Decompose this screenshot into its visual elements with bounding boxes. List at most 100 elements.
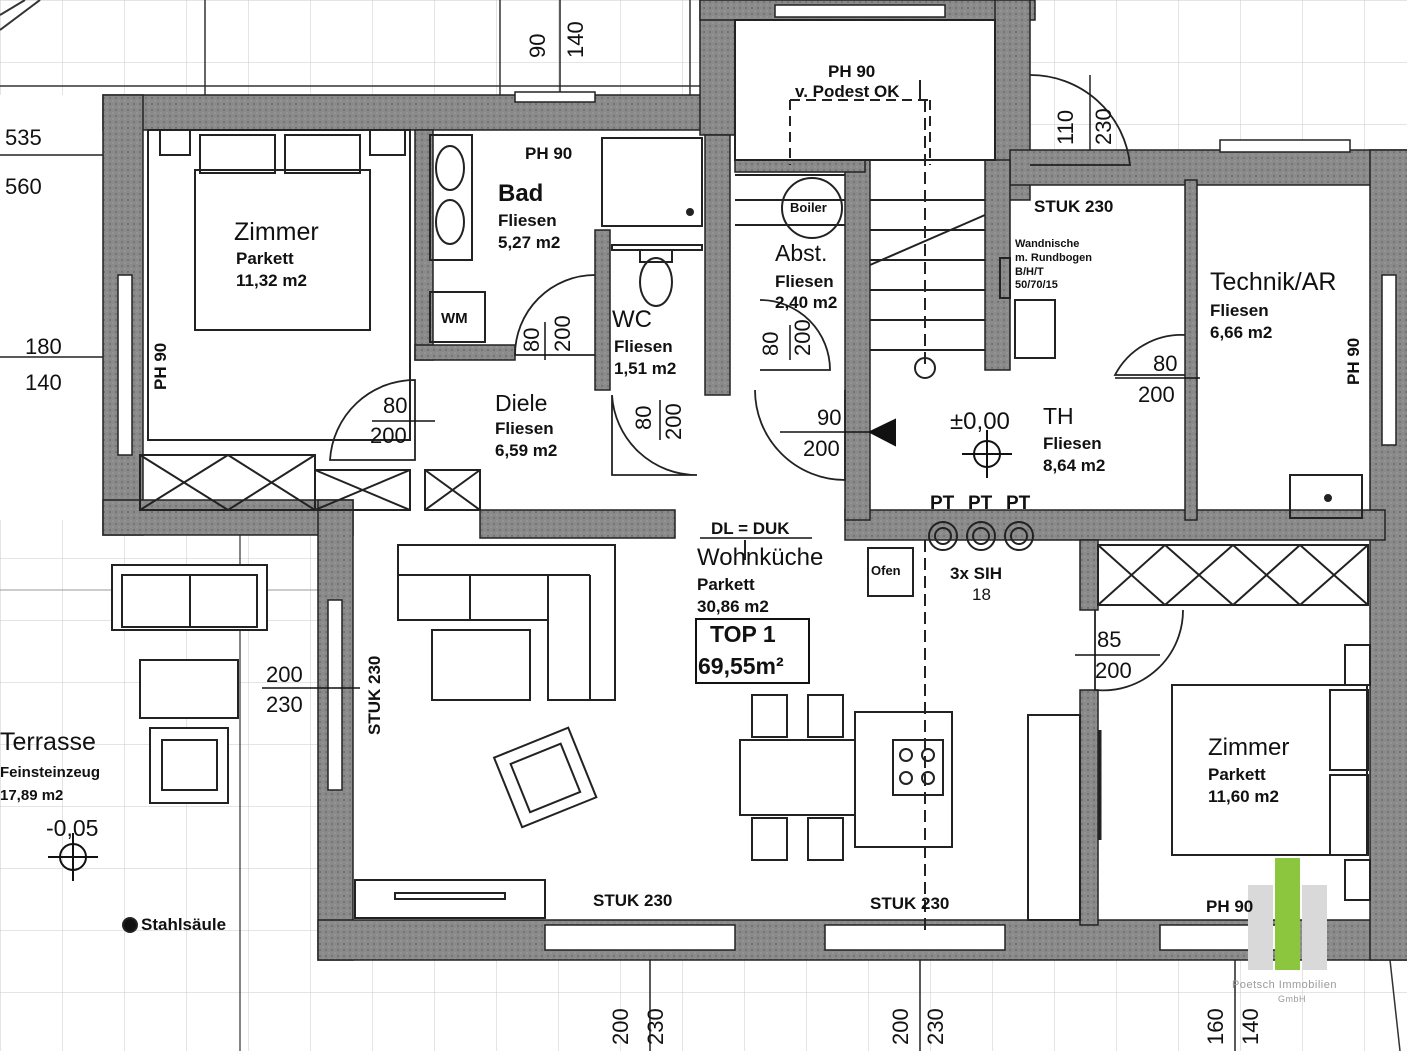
- th-area: 8,64 m2: [1043, 456, 1106, 475]
- wohnkueche-dl: DL = DUK: [711, 519, 790, 538]
- zimmer2-floor: Parkett: [1208, 765, 1266, 784]
- level-markers: [48, 418, 1012, 881]
- door-wc-width: 80: [631, 405, 656, 430]
- niche-line-4: 50/70/15: [1015, 279, 1058, 292]
- wardrobe-room-1: [139, 454, 481, 511]
- stuk-bottom-mid: STUK 230: [870, 894, 950, 913]
- kitchen-units: [867, 257, 1363, 921]
- bed-room-2: [1171, 644, 1371, 901]
- abst-floor: Fliesen: [775, 272, 834, 291]
- th-level: ±0,00: [950, 408, 1010, 435]
- door-wc-height: 200: [661, 403, 686, 440]
- technik-name: Technik/AR: [1210, 268, 1337, 296]
- door-entry-height: 200: [803, 436, 840, 461]
- wohnkueche-area: 30,86 m2: [697, 597, 769, 616]
- wohnkueche-name: Wohnküche: [697, 544, 824, 571]
- th-name: TH: [1043, 403, 1074, 429]
- technik-floor: Fliesen: [1210, 301, 1269, 320]
- dim-bottom-3a: 160: [1203, 1008, 1228, 1045]
- window-terrace-height: 230: [266, 692, 303, 717]
- logo-text: Poetsch Immobilien: [1232, 979, 1337, 991]
- zimmer2-name: Zimmer: [1208, 734, 1290, 761]
- windows: [117, 4, 1397, 951]
- door-bad-height: 200: [550, 315, 575, 352]
- abst-name: Abst.: [775, 240, 828, 266]
- wardrobe-room-2: [1097, 544, 1369, 606]
- bad-name: Bad: [498, 180, 544, 207]
- wall-niche-note: Wandnische m. Rundbogen B/H/T 50/70/15: [1015, 238, 1092, 293]
- niche-line-1: Wandnische: [1015, 238, 1080, 250]
- dim-left-560: 560: [5, 174, 42, 199]
- door-abst-width: 80: [758, 331, 783, 356]
- zimmer1-floor: Parkett: [236, 249, 294, 268]
- logo-sub: GmbH: [1278, 994, 1307, 1004]
- door-entry-width: 90: [817, 405, 842, 430]
- wc-area: 1,51 m2: [614, 359, 677, 378]
- left-dimension-lines: [0, 0, 1236, 1051]
- window-terrace-width: 200: [266, 662, 303, 687]
- wm-label: WM: [441, 310, 468, 327]
- door-technik-height: 200: [1138, 382, 1175, 407]
- zimmer2-area: 11,60 m2: [1208, 787, 1279, 806]
- dim-stair-110: 110: [1053, 109, 1078, 145]
- stuk-bottom-left: STUK 230: [593, 891, 673, 910]
- dim-bottom-3b: 140: [1238, 1008, 1263, 1045]
- boiler-label: Boiler: [790, 200, 827, 215]
- door-zimmer2-height: 200: [1095, 658, 1132, 683]
- stairs-ph: PH 90: [828, 62, 876, 81]
- pt-3: PT: [1006, 493, 1031, 514]
- company-logo: [1248, 858, 1327, 970]
- ph90-right: PH 90: [1344, 337, 1363, 385]
- top-area: 69,55m²: [698, 653, 784, 679]
- pt-2: PT: [968, 493, 993, 514]
- terrace-level: -0,05: [46, 815, 99, 841]
- bad-area: 5,27 m2: [498, 233, 561, 252]
- zimmer1-name: Zimmer: [234, 218, 319, 246]
- bathroom-fixtures: [429, 134, 703, 343]
- th-stuk: STUK 230: [1034, 197, 1114, 216]
- sih-number: 18: [972, 585, 991, 604]
- terrasse-floor: Feinsteinzeug: [0, 764, 101, 781]
- podest-label: v. Podest OK: [795, 82, 900, 101]
- pt-1: PT: [930, 493, 955, 514]
- ph90-left: PH 90: [151, 342, 170, 390]
- dim-stair-230: 230: [1091, 108, 1116, 145]
- niche-line-3: B/H/T: [1015, 265, 1044, 278]
- dim-left-140: 140: [25, 370, 62, 395]
- dim-left-180: 180: [25, 334, 62, 359]
- dim-bottom-1b: 230: [643, 1008, 668, 1045]
- dim-bottom-2a: 200: [888, 1008, 913, 1045]
- diele-name: Diele: [495, 390, 548, 416]
- ofen-label: Ofen: [871, 563, 901, 578]
- terrace-furniture: [111, 564, 268, 933]
- dim-bottom-2b: 230: [923, 1008, 948, 1045]
- niche-line-2: m. Rundbogen: [1015, 251, 1092, 264]
- diele-floor: Fliesen: [495, 419, 554, 438]
- wc-floor: Fliesen: [614, 337, 673, 356]
- terrasse-area: 17,89 m2: [0, 787, 64, 804]
- door-zimmer2-width: 85: [1097, 627, 1122, 652]
- th-floor: Fliesen: [1043, 434, 1102, 453]
- terrasse-name: Terrasse: [0, 728, 96, 756]
- zimmer1-area: 11,32 m2: [236, 271, 307, 290]
- dining-furniture: [739, 540, 953, 930]
- dim-top-140: 140: [563, 21, 588, 58]
- door-swings: [329, 74, 1186, 840]
- dim-top-90: 90: [525, 33, 550, 58]
- ph90-bottom: PH 90: [1206, 897, 1254, 916]
- bed-room-1: [147, 129, 411, 441]
- technik-area: 6,66 m2: [1210, 323, 1273, 342]
- top-label: TOP 1: [710, 621, 776, 647]
- stahlsaeule-label: Stahlsäule: [141, 915, 227, 934]
- diele-area: 6,59 m2: [495, 441, 558, 460]
- door-abst-height: 200: [790, 319, 815, 356]
- door-zimmer1-height: 200: [370, 423, 407, 448]
- wc-name: WC: [612, 306, 652, 333]
- door-zimmer1-width: 80: [383, 393, 408, 418]
- bad-floor: Fliesen: [498, 211, 557, 230]
- living-furniture: [354, 544, 616, 919]
- stuk-left-vertical: STUK 230: [365, 655, 384, 735]
- dim-left-535: 535: [5, 125, 42, 150]
- sih-label: 3x SIH: [950, 564, 1002, 583]
